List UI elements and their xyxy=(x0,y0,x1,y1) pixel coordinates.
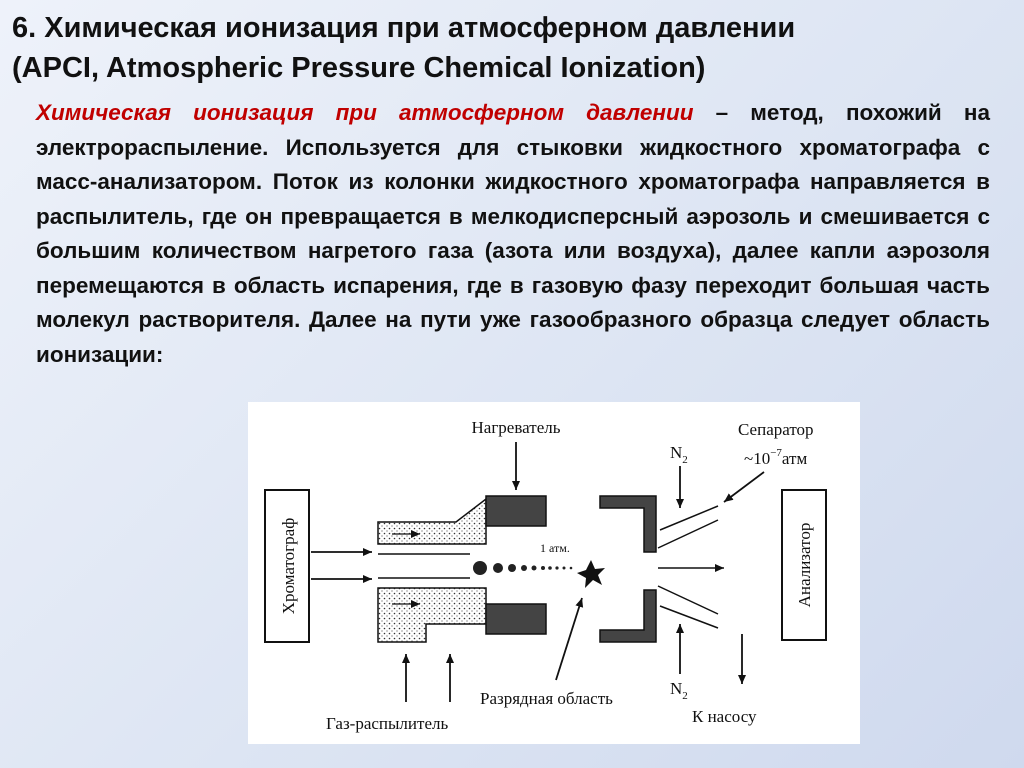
pump-label: К насосу xyxy=(692,707,757,726)
separator-label: Сепаратор xyxy=(738,420,814,439)
gas-sprayer-label: Газ-распылитель xyxy=(326,714,448,733)
droplet xyxy=(521,565,527,571)
heater-block-top xyxy=(485,495,547,527)
droplet xyxy=(508,564,516,572)
chromatograph-box xyxy=(264,489,310,643)
n2-top-label: N2 xyxy=(670,443,688,466)
analyzer-box xyxy=(781,489,827,641)
discharge-arrow xyxy=(555,597,584,681)
discharge-label: Разрядная область xyxy=(480,689,613,708)
apci-diagram: Хроматограф Анализатор Нагреватель 1 атм… xyxy=(248,402,860,744)
title-line-1: 6. Химическая ионизация при атмосферном … xyxy=(12,12,796,44)
chromatograph-label: Хроматограф xyxy=(279,518,298,614)
nebulizer-lower-region xyxy=(377,587,487,643)
droplet xyxy=(531,565,537,571)
skimmer-lower xyxy=(599,589,657,643)
separator-arrow xyxy=(723,471,765,503)
slide-title: 6. Химическая ионизация при атмосферном … xyxy=(12,8,1002,88)
skimmer-upper xyxy=(599,495,657,553)
droplet xyxy=(562,566,566,570)
n2-bottom-label: N2 xyxy=(670,679,688,702)
pressure-label: ~10−7атм xyxy=(744,447,807,468)
nebulizer-upper-region xyxy=(377,497,487,545)
analyzer-label: Анализатор xyxy=(795,523,814,608)
droplet xyxy=(548,566,552,570)
highlighted-term: Химическая ионизация при атмосферном дав… xyxy=(36,100,694,125)
discharge-star xyxy=(577,560,605,588)
atm-label: 1 атм. xyxy=(540,541,570,555)
body-text: – метод, похожий на электрораспыление. И… xyxy=(36,100,990,367)
separator-cone-bottom xyxy=(659,605,719,629)
droplet xyxy=(541,566,545,570)
droplet xyxy=(555,566,559,570)
heater-block-bottom xyxy=(485,603,547,635)
body-paragraph: Химическая ионизация при атмосферном дав… xyxy=(36,96,990,372)
separator-cone-top xyxy=(659,505,719,531)
title-line-2: (APCI, Atmospheric Pressure Chemical Ion… xyxy=(12,52,706,84)
droplet xyxy=(473,561,487,575)
expansion-line-bottom xyxy=(657,585,719,615)
expansion-line-top xyxy=(657,519,719,549)
droplet xyxy=(493,563,503,573)
droplet xyxy=(569,566,573,570)
heater-label: Нагреватель xyxy=(472,418,561,437)
